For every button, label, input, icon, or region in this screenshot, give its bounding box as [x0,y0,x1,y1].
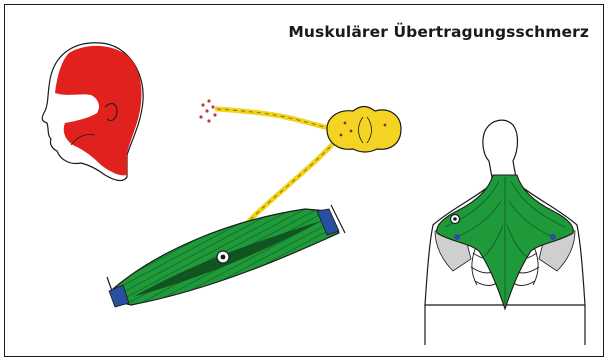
trigger-point-icon [217,251,229,263]
back-torso-icon [425,120,585,345]
head-profile-icon [42,43,143,181]
illustration [5,5,605,358]
muscle-spindle-icon [107,205,345,307]
figure-frame: Muskulärer Übertragungsschmerz [4,4,604,357]
